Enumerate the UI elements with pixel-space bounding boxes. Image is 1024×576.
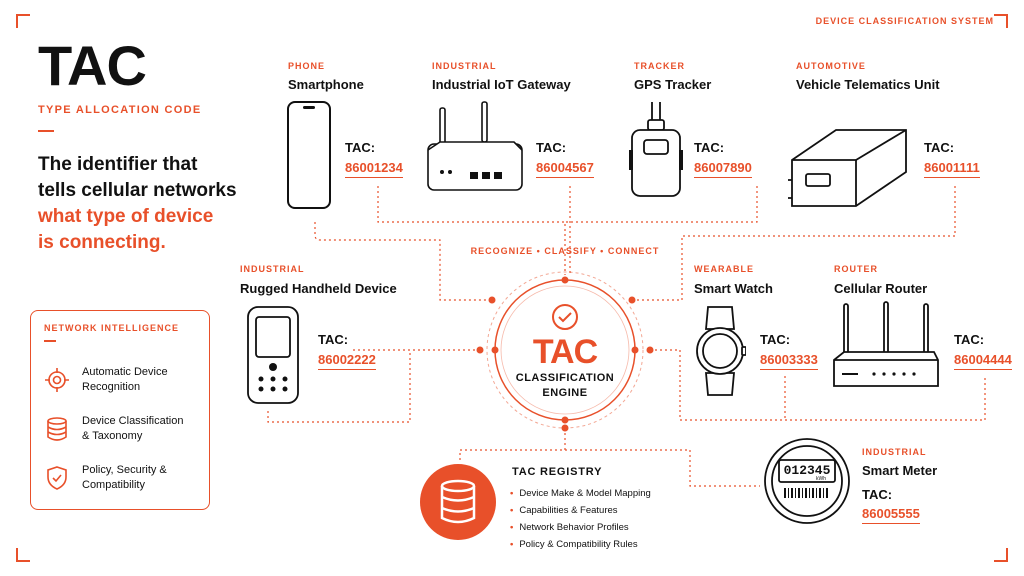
corner-bracket-top-right [994, 14, 1008, 28]
device-name: Vehicle Telematics Unit [796, 77, 940, 92]
tac-value: 86004444 [954, 352, 1012, 370]
engine-tagline: RECOGNIZE • CLASSIFY • CONNECT [470, 246, 660, 256]
database-icon [420, 464, 496, 540]
intelligence-item-label: Policy, Security & [82, 464, 167, 476]
tac-label: TAC: [954, 332, 985, 347]
intelligence-item: Device Classification & Taxonomy [44, 414, 204, 444]
intelligence-item: Policy, Security & Compatibility [44, 463, 204, 493]
tac-value: 86007890 [694, 160, 752, 178]
device-name: Smart Meter [862, 463, 938, 478]
tac-label: TAC: [924, 140, 955, 155]
device-category: INDUSTRIAL [432, 61, 497, 71]
corner-bracket-bottom-left [16, 548, 30, 562]
tac-label: TAC: [318, 332, 349, 347]
check-circle-icon [552, 304, 578, 330]
device-category: WEARABLE [694, 264, 754, 274]
tac-value: 86005555 [862, 506, 920, 524]
device-name: Rugged Handheld Device [240, 281, 397, 296]
smartphone-icon [287, 101, 331, 209]
tac-label: TAC: [345, 140, 376, 155]
engine-title: TAC [532, 333, 598, 371]
smart-meter-icon [764, 438, 850, 524]
intelligence-item-label: Compatibility [82, 479, 145, 491]
tac-label: TAC: [536, 140, 567, 155]
accent-dash [38, 130, 54, 132]
device-category: ROUTER [834, 264, 878, 274]
engine-label: CLASSIFICATION [515, 372, 615, 384]
shield-check-icon [47, 466, 67, 490]
registry-item-label: Capabilities & Features [519, 505, 618, 516]
device-category: TRACKER [634, 61, 685, 71]
tac-value: 86002222 [318, 352, 376, 370]
registry-item: •Device Make & Model Mapping [510, 488, 651, 499]
registry-item-label: Device Make & Model Mapping [519, 488, 651, 499]
meter-reading: 012345 [783, 463, 831, 478]
tac-value: 86003333 [760, 352, 818, 370]
registry-item: •Network Behavior Profiles [510, 522, 629, 533]
intelligence-item-label: Automatic Device [82, 366, 168, 378]
device-name: Cellular Router [834, 281, 928, 296]
registry-item-label: Policy & Compatibility Rules [519, 539, 638, 550]
headline-line-accent: what type of device [38, 206, 214, 227]
cellular-router-icon [833, 301, 939, 387]
tac-value: 86001234 [345, 160, 403, 178]
page-subtitle: TYPE ALLOCATION CODE [38, 104, 202, 116]
device-name: Industrial IoT Gateway [432, 77, 571, 92]
device-category: INDUSTRIAL [240, 264, 305, 274]
system-label: DEVICE CLASSIFICATION SYSTEM [815, 16, 994, 26]
registry-title: TAC REGISTRY [512, 466, 603, 478]
headline: The identifier that tells cellular netwo… [38, 152, 238, 256]
gps-tracker-icon [629, 102, 683, 197]
rugged-handheld-icon [247, 306, 299, 404]
network-intelligence-panel [30, 310, 210, 510]
telematics-unit-icon [788, 129, 907, 207]
device-category: AUTOMOTIVE [796, 61, 866, 71]
device-category: INDUSTRIAL [862, 447, 927, 457]
intelligence-item-label: Recognition [82, 381, 141, 393]
engine-label: ENGINE [542, 387, 588, 399]
registry-item-label: Network Behavior Profiles [519, 522, 629, 533]
target-icon [45, 368, 69, 392]
page-title: TAC [38, 34, 147, 97]
registry-item: •Policy & Compatibility Rules [510, 539, 638, 550]
headline-line-accent: is connecting. [38, 232, 166, 253]
corner-bracket-top-left [16, 14, 30, 28]
device-name: Smartphone [288, 77, 364, 92]
device-name: GPS Tracker [634, 77, 712, 92]
tac-value: 86004567 [536, 160, 594, 178]
database-icon [47, 417, 67, 441]
gateway-icon [427, 101, 523, 191]
headline-line: The identifier that [38, 154, 198, 175]
meter-unit: kWh [816, 476, 826, 482]
smart-watch-icon [696, 306, 746, 396]
tac-value: 86001111 [924, 160, 980, 178]
corner-bracket-bottom-right [994, 548, 1008, 562]
intelligence-item-label: Device Classification [82, 415, 184, 427]
device-category: PHONE [288, 61, 326, 71]
intelligence-item-label: & Taxonomy [82, 430, 143, 442]
tac-label: TAC: [694, 140, 725, 155]
tac-label: TAC: [760, 332, 791, 347]
headline-line: tells cellular networks [38, 180, 237, 201]
tac-label: TAC: [862, 487, 893, 502]
registry-item: •Capabilities & Features [510, 505, 618, 516]
device-name: Smart Watch [694, 281, 773, 296]
accent-dash [44, 340, 56, 342]
network-intelligence-title: NETWORK INTELLIGENCE [44, 323, 179, 333]
